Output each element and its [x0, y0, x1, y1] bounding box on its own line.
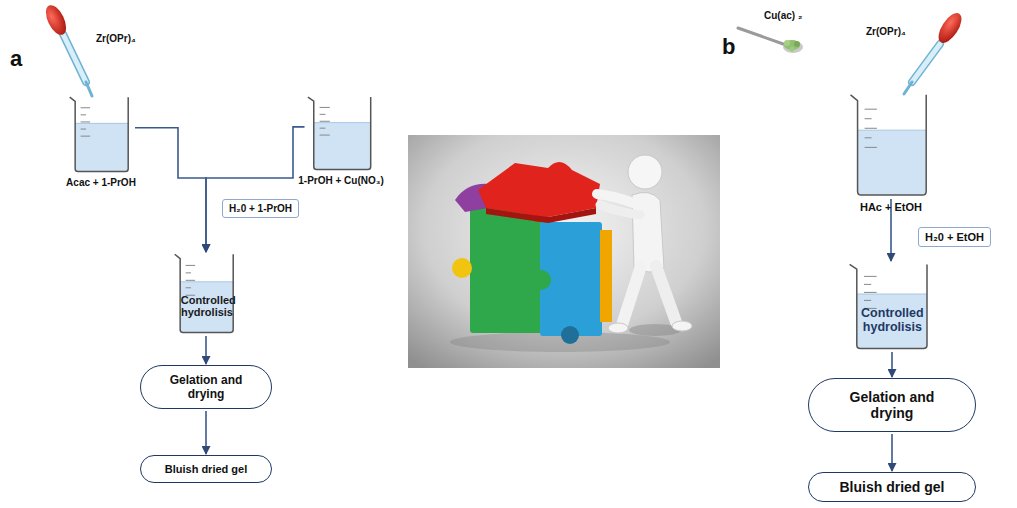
- beaker-text: Controlled hydrolisis: [181, 294, 233, 318]
- panel-letter: a: [10, 46, 22, 72]
- process-text: Gelation and drying: [837, 389, 947, 421]
- puzzle-picture: [408, 135, 720, 368]
- beaker: [67, 95, 135, 173]
- beaker-node: Controlled hydrolisis: [846, 262, 936, 350]
- beaker-label: 1-PrOH + Cu(NO₃): [298, 175, 383, 186]
- process-text: Bluish dried gel: [839, 479, 944, 495]
- process-pill: Bluish dried gel: [140, 455, 272, 483]
- reagent-label: Zr(OPr)₄: [96, 33, 136, 44]
- flow-arrow: [206, 127, 305, 252]
- beaker-label: Acac + 1-PrOH: [66, 177, 136, 188]
- reagent-box: H₂0 + EtOH: [918, 227, 991, 247]
- dropper: [904, 9, 966, 94]
- flow-arrow: [205, 411, 207, 454]
- flow-arrow: [205, 336, 207, 364]
- reagent-text: H₂0 + EtOH: [925, 231, 984, 243]
- flow-arrow: [135, 128, 206, 252]
- beaker-node: Acac + 1-PrOH: [65, 95, 137, 190]
- reagent-box: H₂0 + 1-PrOH: [222, 199, 299, 218]
- beaker: [305, 95, 378, 171]
- beaker-node: HAc + EtOH: [847, 92, 935, 215]
- beaker-node: 1-PrOH + Cu(NO₃): [297, 95, 385, 188]
- beaker-label: HAc + EtOH: [860, 201, 922, 213]
- beaker: [846, 262, 936, 350]
- process-pill: Gelation and drying: [140, 365, 272, 409]
- process-text: Bluish dried gel: [165, 463, 248, 475]
- flow-arrow: [891, 434, 893, 471]
- beaker: [847, 92, 935, 197]
- beaker-node: Controlled hydrolisis: [172, 252, 240, 334]
- reagent-label: Zr(OPr)₄: [866, 26, 906, 37]
- process-text: Gelation and drying: [160, 373, 252, 401]
- reagent-text: H₂0 + 1-PrOH: [229, 203, 292, 214]
- beaker-text: Controlled hydrolisis: [858, 306, 927, 334]
- beaker: [172, 252, 240, 334]
- dropper: [42, 2, 92, 96]
- process-pill: Gelation and drying: [808, 378, 976, 432]
- flow-arrow: [891, 352, 893, 377]
- reagent-label: Cu(ac) ₂: [764, 10, 802, 21]
- panel-letter: b: [722, 34, 735, 60]
- spatula: [738, 28, 803, 53]
- process-pill: Bluish dried gel: [808, 472, 976, 502]
